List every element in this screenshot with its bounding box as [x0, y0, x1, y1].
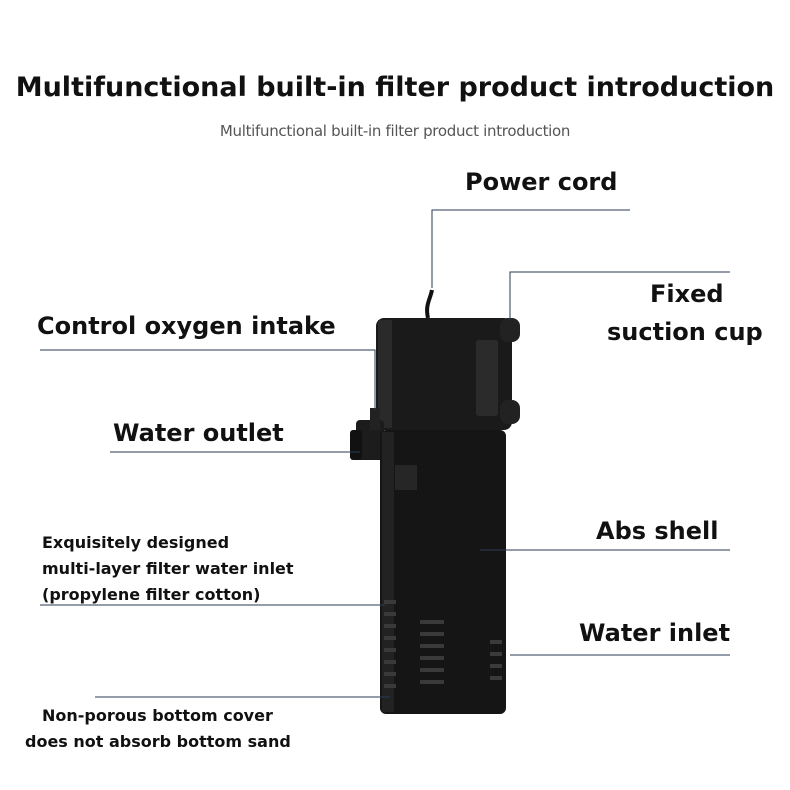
- label-suction-cup-2: suction cup: [607, 318, 763, 346]
- label-filter-inlet-2: multi-layer filter water inlet: [42, 559, 294, 578]
- label-filter-inlet-3: (propylene filter cotton): [42, 585, 261, 604]
- leader-lines: [40, 209, 730, 698]
- label-power-cord: Power cord: [465, 168, 618, 196]
- label-oxygen-intake: Control oxygen intake: [37, 312, 336, 340]
- page-subtitle: Multifunctional built-in filter product …: [219, 122, 571, 140]
- label-abs-shell: Abs shell: [596, 517, 719, 545]
- filter-product-image: [350, 289, 520, 714]
- label-bottom-cover-2: does not absorb bottom sand: [25, 732, 291, 751]
- label-water-inlet: Water inlet: [579, 619, 731, 647]
- label-suction-cup-1: Fixed: [650, 280, 724, 308]
- page-title: Multifunctional built-in filter product …: [15, 72, 775, 103]
- label-water-outlet: Water outlet: [113, 419, 284, 447]
- label-filter-inlet-1: Exquisitely designed: [42, 533, 230, 552]
- label-bottom-cover-1: Non-porous bottom cover: [42, 706, 273, 725]
